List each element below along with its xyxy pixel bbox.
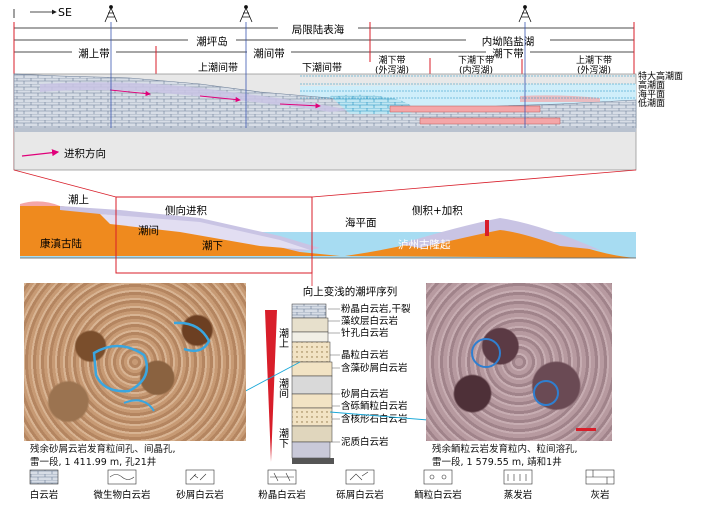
zone-lower-intertidal: 下潮间带 bbox=[302, 61, 342, 74]
legend-label-2: 微生物白云岩 bbox=[93, 489, 150, 501]
layer-label-5: 含藻砂屑白云岩 bbox=[341, 362, 408, 374]
mid-intertidal: 潮间 bbox=[138, 224, 159, 237]
legend-progradation: 进积方向 bbox=[64, 147, 106, 160]
zone-supratidal: 潮上带 bbox=[78, 47, 110, 60]
mid-sea-level: 海平面 bbox=[345, 216, 377, 229]
layer-label-4: 晶粒白云岩 bbox=[341, 349, 389, 361]
caption-right-line-1: 残余鲕粒云岩发育粒内、粒间溶孔, bbox=[432, 444, 578, 455]
layer-label-1: 粉晶白云岩,干裂 bbox=[341, 303, 411, 315]
col-zone-top: 潮上 bbox=[277, 327, 289, 348]
zone-upper-subtidal-sub: (外泻湖) bbox=[577, 64, 611, 76]
legend-swatch-3 bbox=[185, 469, 215, 485]
zone-tidal-island: 潮坪岛 bbox=[196, 35, 228, 48]
photomicrograph-right bbox=[426, 283, 612, 441]
well-icon-3 bbox=[518, 5, 532, 23]
mid-subtidal: 潮下 bbox=[202, 239, 223, 252]
legend-label-4: 粉晶白云岩 bbox=[258, 489, 306, 501]
zone-upper-intertidal: 上潮间带 bbox=[198, 61, 238, 74]
layer-label-9: 泥质白云岩 bbox=[341, 436, 389, 448]
layer-label-2: 藻纹层白云岩 bbox=[341, 315, 398, 327]
legend-swatch-5 bbox=[345, 469, 375, 485]
photomicrograph-left bbox=[24, 283, 246, 441]
legend-swatch-2 bbox=[107, 469, 137, 485]
mid-lateral-progradation: 侧向进积 bbox=[165, 204, 207, 217]
zone-subtidal-outer: 潮下带 bbox=[378, 54, 405, 66]
compass-label: SE bbox=[58, 6, 72, 19]
strat-column: 向上变浅的潮坪序列 潮上 潮间 潮下 粉晶白云岩,干裂 藻纹层白云岩 针孔白云岩… bbox=[237, 273, 429, 464]
level-spring-tide: 特大高潮面 bbox=[638, 70, 683, 82]
zone-salt-lake: 内坳陷盐湖 bbox=[482, 35, 535, 48]
legend-swatch-4 bbox=[267, 469, 297, 485]
top-panel: SE 局限陆表海 潮坪岛 bbox=[13, 5, 683, 171]
legend-label-7: 蒸发岩 bbox=[504, 489, 533, 501]
zone-subtidal-outer-sub: (外泻湖) bbox=[375, 64, 409, 76]
caption-right: 残余鲕粒云岩发育粒内、粒间溶孔, 雷一段, 1 579.55 m, 靖和1井 bbox=[432, 443, 672, 469]
caption-left-line-2: 雷一段, 1 411.99 m, 孔21井 bbox=[30, 457, 157, 468]
caption-left-line-1: 残余砂屑云岩发育粒间孔、间晶孔, bbox=[30, 444, 176, 455]
well-icon-1 bbox=[104, 5, 118, 23]
lithology-legend: 白云岩 微生物白云岩 砂屑白云岩 粉晶白云岩 砾屑白云岩 鲕粒白云岩 蒸发岩 灰… bbox=[29, 469, 615, 501]
level-sea-level: 海平面 bbox=[638, 88, 665, 100]
legend-swatch-1 bbox=[29, 469, 59, 485]
zone-upper-subtidal: 上潮下带 bbox=[576, 54, 612, 66]
zone-subtidal-inner-sub: (内泻湖) bbox=[459, 64, 493, 76]
mid-luzhou: 泸州古隆起 bbox=[398, 238, 451, 251]
layer-label-7: 含砾鲕粒白云岩 bbox=[341, 400, 408, 412]
mid-supratidal: 潮上 bbox=[68, 193, 89, 206]
caption-right-line-2: 雷一段, 1 579.55 m, 靖和1井 bbox=[432, 457, 562, 468]
legend-label-3: 砂屑白云岩 bbox=[176, 489, 224, 501]
level-high-tide: 高潮面 bbox=[638, 79, 665, 91]
legend-swatch-7 bbox=[503, 469, 533, 485]
col-zone-mid: 潮间 bbox=[277, 377, 289, 399]
zone-intertidal: 潮间带 bbox=[253, 47, 285, 60]
mid-kangdian: 康滇古陆 bbox=[40, 237, 82, 250]
layer-label-6: 砂屑白云岩 bbox=[341, 388, 389, 400]
legend-label-1: 白云岩 bbox=[30, 489, 59, 501]
middle-panel: 潮上 侧向进积 潮间 潮下 康滇古陆 海平面 侧积+加积 泸州古隆起 bbox=[20, 193, 636, 274]
mid-aggradation: 侧积+加积 bbox=[412, 204, 463, 217]
level-low-tide: 低潮面 bbox=[638, 97, 665, 109]
layer-label-8: 含核形石白云岩 bbox=[341, 413, 408, 425]
layer-label-3: 针孔白云岩 bbox=[341, 327, 389, 339]
legend-swatch-8 bbox=[585, 469, 615, 485]
zone-subtidal-inner: 下潮下带 bbox=[458, 54, 494, 66]
zone-restricted-sea: 局限陆表海 bbox=[292, 23, 345, 36]
col-zone-bottom: 潮下 bbox=[277, 427, 289, 449]
well-icon-2 bbox=[239, 5, 253, 23]
legend-swatch-6 bbox=[423, 469, 453, 485]
caption-left: 残余砂屑云岩发育粒间孔、间晶孔, 雷一段, 1 411.99 m, 孔21井 bbox=[30, 443, 270, 469]
legend-label-8: 灰岩 bbox=[590, 489, 609, 501]
legend-label-6: 鲕粒白云岩 bbox=[414, 489, 462, 501]
zone-subtidal-center: 潮下带 bbox=[492, 47, 524, 60]
legend-label-5: 砾屑白云岩 bbox=[336, 489, 384, 501]
column-title: 向上变浅的潮坪序列 bbox=[303, 285, 398, 298]
